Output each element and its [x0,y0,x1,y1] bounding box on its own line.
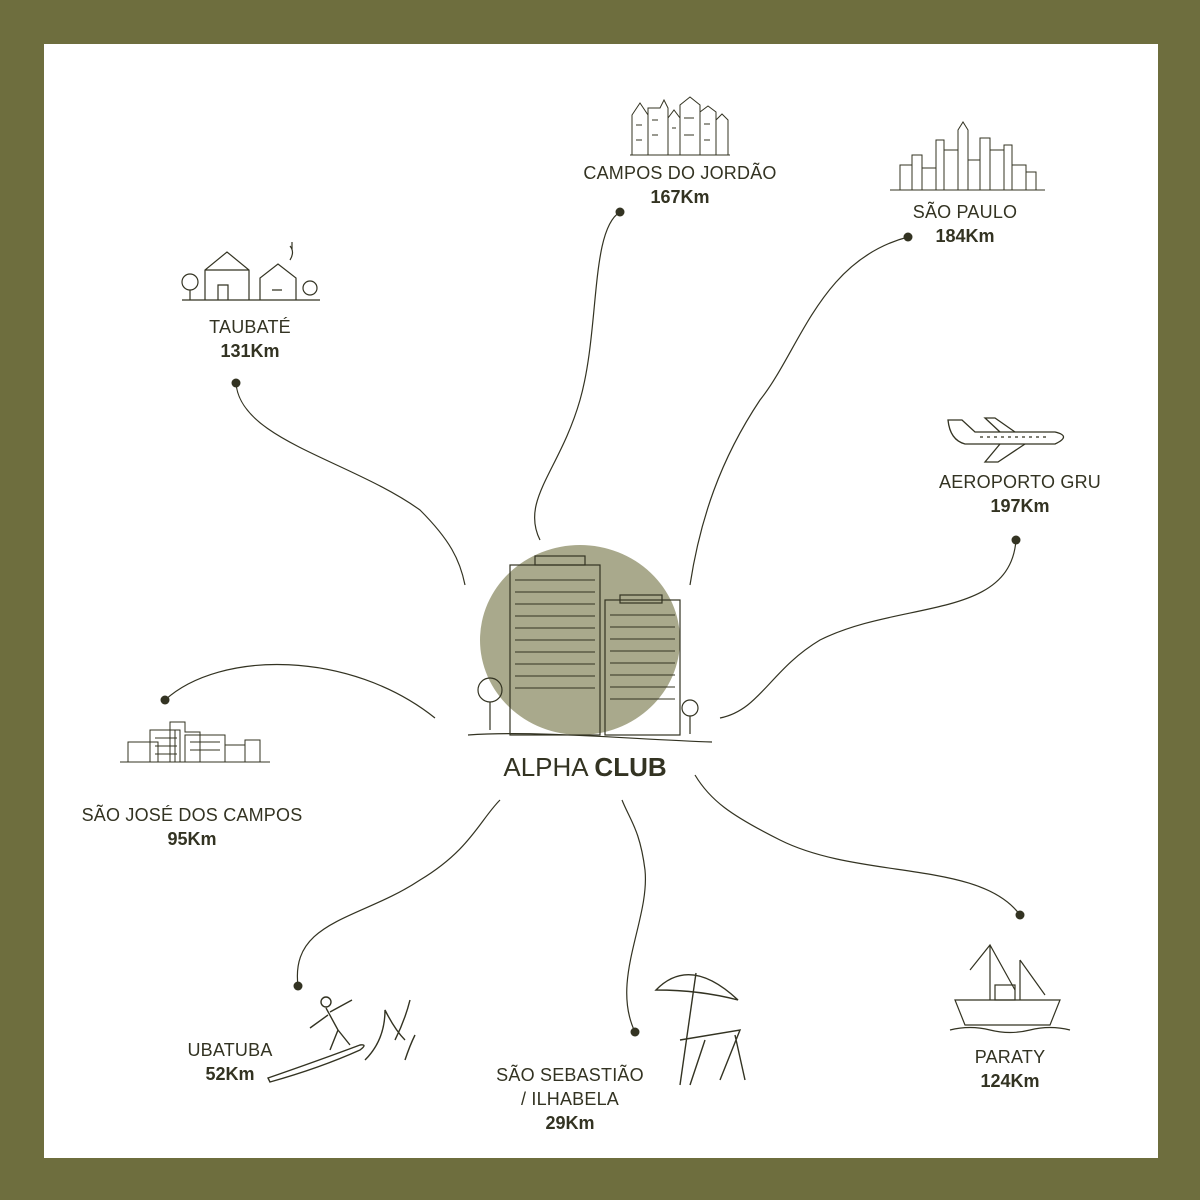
beach-chair-umbrella-icon [654,972,746,1086]
destination-distance: 167Km [650,187,710,207]
destination-paraty: PARATY 124Km [975,1045,1046,1093]
destination-distance: 29Km [545,1113,595,1133]
dot-paraty [1015,910,1025,920]
destination-name-line2: / ILHABELA [520,1089,620,1109]
connector-campos [534,211,621,541]
destination-name: SÃO SEBASTIÃO [496,1065,644,1085]
destination-name: TAUBATÉ [209,317,291,337]
destination-taubate: TAUBATÉ 131Km [209,315,291,363]
village-houses-icon [181,242,320,301]
connector-aeroporto [719,539,1017,719]
dot-sao-paulo [903,232,913,242]
destination-sao-paulo: SÃO PAULO 184Km [913,200,1018,248]
connector-sjc [164,663,436,719]
destination-distance: 184Km [935,226,995,246]
destination-distance: 131Km [220,341,280,361]
surfer-icon [267,996,416,1083]
destination-name: SÃO PAULO [912,202,1018,222]
destination-ubatuba: UBATUBA 52Km [187,1038,272,1086]
dot-sjc [160,695,170,705]
connector-sao-paulo [689,236,909,586]
destination-name: PARATY [974,1047,1046,1067]
city-skyline-icon [890,121,1045,191]
destination-name: AEROPORTO GRU [939,472,1101,492]
connector-paraty [694,774,1021,916]
connector-ubatuba [296,799,501,987]
destination-name: UBATUBA [187,1040,273,1060]
dot-ubatuba [293,981,303,991]
alpha-club-title: ALPHA CLUB [503,752,666,783]
fishing-boat-icon [949,943,1071,1034]
title-light: ALPHA [503,752,588,782]
dot-aeroporto [1011,535,1021,545]
destination-distance: 52Km [205,1064,255,1084]
dot-campos [615,207,625,217]
dot-sao-sebastiao [630,1027,640,1037]
destination-aeroporto-gru: AEROPORTO GRU 197Km [939,470,1101,518]
destination-name: SÃO JOSÉ DOS CAMPOS [81,805,303,825]
connector-taubate [235,382,466,586]
airplane-icon [947,417,1065,463]
destination-distance: 95Km [167,829,217,849]
destination-distance: 197Km [990,496,1050,516]
connector-sao-sebastiao [621,799,647,1033]
destination-distance: 124Km [980,1071,1040,1091]
title-bold: CLUB [594,752,667,782]
dot-taubate [231,378,241,388]
destination-campos-do-jordao: CAMPOS DO JORDÃO 167Km [583,161,776,209]
alpha-club-towers-icon [467,545,713,743]
destination-sao-jose-dos-campos: SÃO JOSÉ DOS CAMPOS 95Km [82,803,303,851]
destination-sao-sebastiao-ilhabela: SÃO SEBASTIÃO / ILHABELA 29Km [496,1063,644,1135]
destination-name: CAMPOS DO JORDÃO [583,163,777,183]
buildings-icon [120,721,270,763]
town-houses-icon [630,96,730,156]
